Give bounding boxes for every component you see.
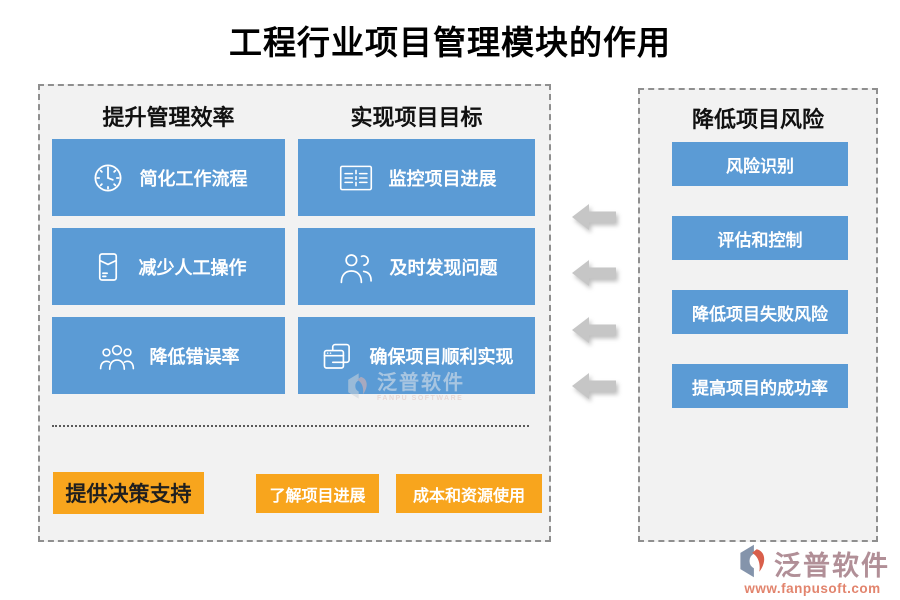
benefit-label: 减少人工操作 [138,257,247,278]
page-title: 工程行业项目管理模块的作用 [229,26,671,62]
dotted-separator [52,425,529,427]
benefit-box-lower-error-rate: 降低错误率 [52,317,285,394]
risk-box-identify: 风险识别 [672,142,848,186]
benefit-box-monitor-progress: 监控项目进展 [298,139,535,216]
clock-icon [90,160,126,196]
benefit-box-reduce-manual-work: 减少人工操作 [52,228,285,305]
envelope-icon [91,250,125,284]
benefits-panel: 提升管理效率 实现项目目标 简化工作流程 [38,84,551,542]
people-group-icon [98,341,136,371]
footer-url[interactable]: www.fanpusoft.com [744,581,881,596]
left-arrow-icon [572,373,616,399]
cost-resource-box: 成本和资源使用 [396,474,542,513]
benefit-label: 降低错误率 [149,346,240,367]
footer-brand-name: 泛普软件 [774,551,890,581]
decision-support-box: 提供决策支持 [53,472,204,514]
fanpu-logo-icon [735,543,771,584]
risk-panel-header: 降低项目风险 [691,107,824,132]
footer-brand: 泛普软件 www.fanpusoft.com [735,543,890,596]
risk-box-reduce-failure: 降低项目失败风险 [672,290,848,334]
benefit-label: 及时发现问题 [389,257,498,278]
project-progress-box: 了解项目进展 [256,474,379,513]
column-header-efficiency: 提升管理效率 [102,105,235,130]
risk-box-increase-success: 提高项目的成功率 [672,364,848,408]
benefit-box-simplify-workflow: 简化工作流程 [52,139,285,216]
risk-panel: 降低项目风险 风险识别 评估和控制 降低项目失败风险 提高项目的成功率 [638,88,878,542]
two-people-icon [336,250,376,284]
left-arrow-icon [572,260,616,286]
column-header-goals: 实现项目目标 [350,105,483,130]
risk-box-assess-control: 评估和控制 [672,216,848,260]
benefit-box-ensure-success: 确保项目顺利实现 [298,317,535,394]
benefit-box-find-problems: 及时发现问题 [298,228,535,305]
benefit-label: 确保项目顺利实现 [369,346,514,367]
benefit-label: 监控项目进展 [388,168,497,189]
left-arrow-icon [572,317,616,343]
left-arrow-icon [572,204,616,230]
benefit-label: 简化工作流程 [139,168,248,189]
stacked-windows-icon [320,339,356,373]
report-icon [337,162,375,194]
